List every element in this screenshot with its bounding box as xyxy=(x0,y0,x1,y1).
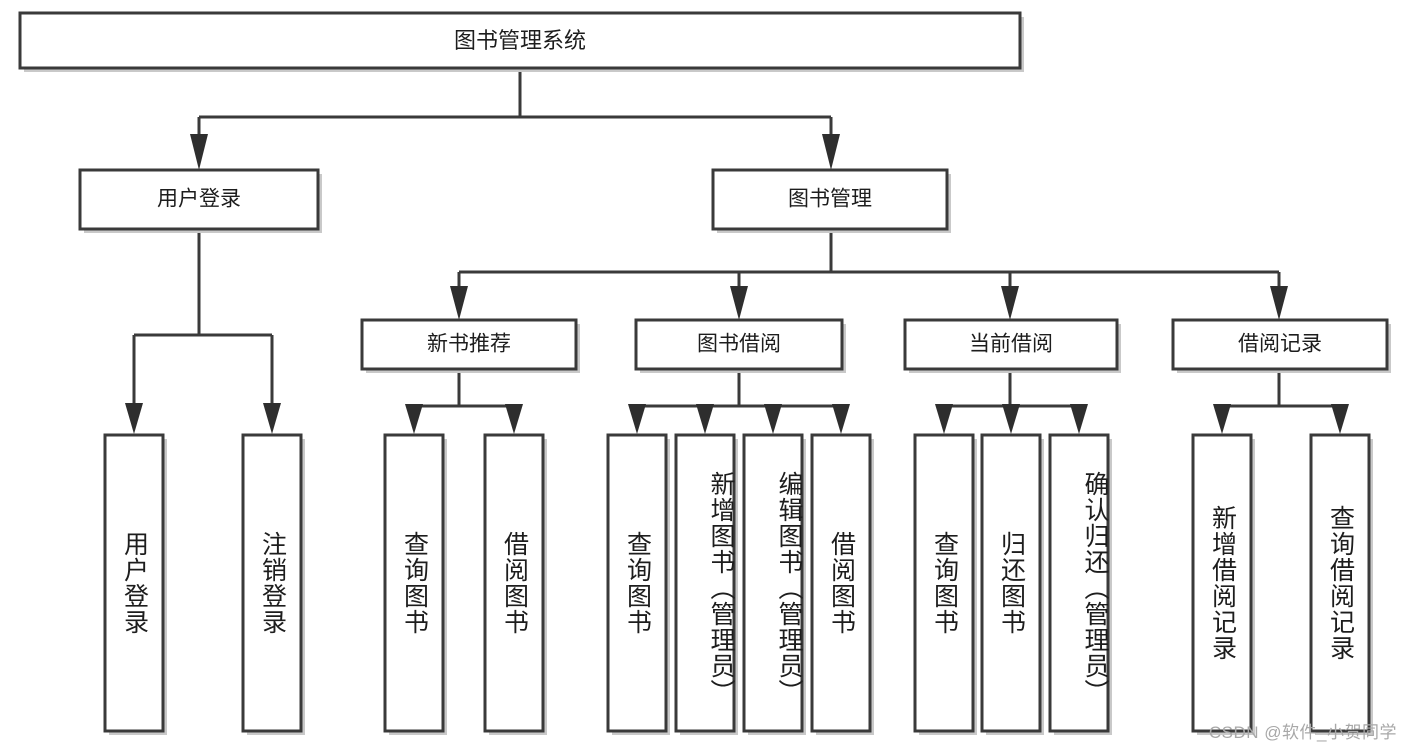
arrow-head-leaf-add-record xyxy=(1213,404,1231,434)
node-root-label: 图书管理系统 xyxy=(454,28,586,53)
leaf-label-borrow-book-1: 借阅图书 xyxy=(500,531,529,635)
node-borrow-record-label: 借阅记录 xyxy=(1238,333,1322,356)
arrow-head-leaf-add-book xyxy=(696,404,714,434)
leaf-label-add-book: 新增图书（管理员） xyxy=(707,471,735,705)
connector-book-borrow-to-leaves xyxy=(628,373,850,434)
leaf-box-query-book-1[interactable] xyxy=(383,433,445,733)
leaf-box-user-login[interactable] xyxy=(103,433,165,733)
arrow-head-leaf-query-book-1 xyxy=(405,404,423,434)
connector-book-manage-to-level3 xyxy=(450,233,1288,320)
leaf-box-logout[interactable] xyxy=(241,433,303,733)
arrow-head-leaf-query-book-2 xyxy=(628,404,646,434)
leaf-box-add-book[interactable] xyxy=(674,433,736,733)
arrow-head-user-login xyxy=(190,134,208,170)
leaf-label-logout: 注销登录 xyxy=(258,531,287,635)
arrow-head-leaf-user-login xyxy=(125,403,143,434)
leaf-label-return-book: 归还图书 xyxy=(997,531,1026,635)
node-book-manage-label: 图书管理 xyxy=(788,188,872,211)
leaf-box-query-book-2[interactable] xyxy=(606,433,668,733)
arrow-head-new-book-rec xyxy=(450,286,468,320)
arrow-head-leaf-return-book xyxy=(1002,404,1020,434)
connector-borrow-record-to-leaves xyxy=(1213,373,1349,434)
connector-new-book-rec-to-leaves xyxy=(405,373,523,434)
node-current-borrow-label: 当前借阅 xyxy=(969,333,1053,356)
arrow-head-leaf-confirm-return xyxy=(1070,404,1088,434)
node-book-manage[interactable]: 图书管理 xyxy=(711,168,951,233)
connector-user-login-to-leaves xyxy=(125,233,281,434)
node-book-borrow[interactable]: 图书借阅 xyxy=(634,318,846,373)
arrow-head-current-borrow xyxy=(1001,286,1019,320)
node-user-login-label: 用户登录 xyxy=(157,188,241,211)
connector-current-borrow-to-leaves xyxy=(935,373,1088,434)
leaf-label-edit-book: 编辑图书（管理员） xyxy=(775,471,803,705)
leaf-label-query-record: 查询借阅记录 xyxy=(1326,505,1355,661)
csdn-watermark: CSDN @软件_小贺同学 xyxy=(1208,723,1397,742)
node-new-book-rec[interactable]: 新书推荐 xyxy=(360,318,580,373)
node-new-book-rec-label: 新书推荐 xyxy=(427,333,511,356)
node-current-borrow[interactable]: 当前借阅 xyxy=(903,318,1121,373)
arrow-head-book-manage xyxy=(822,134,840,170)
leaf-box-query-record[interactable] xyxy=(1309,433,1371,733)
leaf-label-query-book-2: 查询图书 xyxy=(623,531,652,635)
arrow-head-leaf-query-record xyxy=(1331,404,1349,434)
node-borrow-record[interactable]: 借阅记录 xyxy=(1171,318,1391,373)
arrow-head-leaf-logout xyxy=(263,403,281,434)
leaf-box-edit-book[interactable] xyxy=(742,433,804,733)
leaf-box-add-record[interactable] xyxy=(1191,433,1253,733)
leaf-boxes xyxy=(103,433,1373,735)
arrow-head-leaf-query-book-3 xyxy=(935,404,953,434)
leaf-label-user-login: 用户登录 xyxy=(120,531,149,635)
arrow-head-leaf-edit-book xyxy=(764,404,782,434)
leaf-label-confirm-return: 确认归还（管理员） xyxy=(1081,471,1109,705)
leaf-box-query-book-3[interactable] xyxy=(913,433,975,733)
arrow-head-leaf-borrow-book-1 xyxy=(505,404,523,434)
node-root[interactable]: 图书管理系统 xyxy=(18,11,1024,72)
arrow-head-borrow-record xyxy=(1270,286,1288,320)
node-user-login[interactable]: 用户登录 xyxy=(78,168,322,233)
leaf-label-borrow-book-2: 借阅图书 xyxy=(827,531,856,635)
leaf-box-confirm-return[interactable] xyxy=(1048,433,1110,733)
leaf-label-query-book-3: 查询图书 xyxy=(930,531,959,635)
leaf-label-add-record: 新增借阅记录 xyxy=(1208,505,1237,661)
leaf-box-borrow-book-1[interactable] xyxy=(483,433,545,733)
leaf-box-borrow-book-2[interactable] xyxy=(810,433,872,733)
leaf-label-query-book-1: 查询图书 xyxy=(400,531,429,635)
leaf-box-return-book[interactable] xyxy=(980,433,1042,733)
arrow-head-book-borrow xyxy=(730,286,748,320)
node-book-borrow-label: 图书借阅 xyxy=(697,333,781,356)
connector-root-to-level2 xyxy=(190,69,840,170)
arrow-head-leaf-borrow-book-2 xyxy=(832,404,850,434)
